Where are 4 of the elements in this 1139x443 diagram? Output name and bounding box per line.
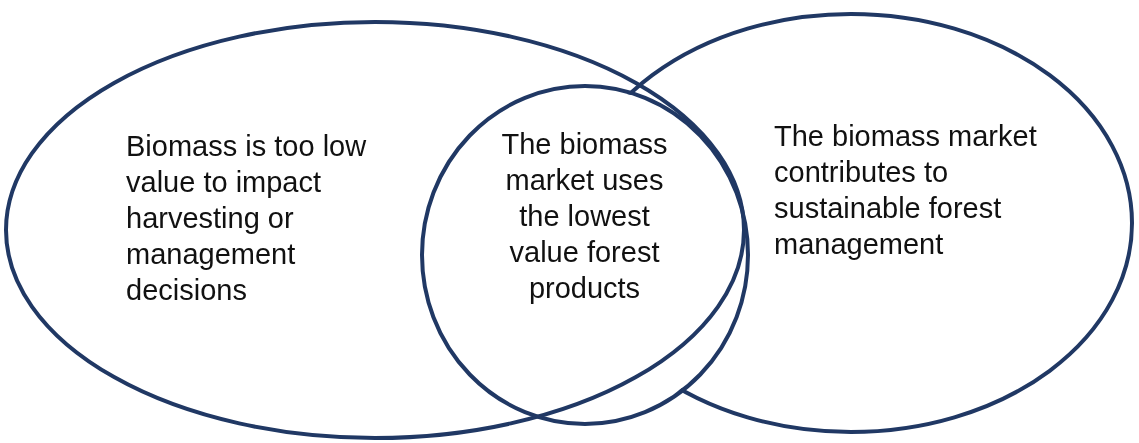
venn-label: The biomass market contributes to sustainable forest management (774, 119, 1038, 262)
venn-ellipse (4, 20, 746, 440)
venn-label: The biomass market uses the lowest value forest products (500, 127, 669, 306)
venn-label: Biomass is too low value to impact harvesting or management decisions (126, 129, 368, 308)
